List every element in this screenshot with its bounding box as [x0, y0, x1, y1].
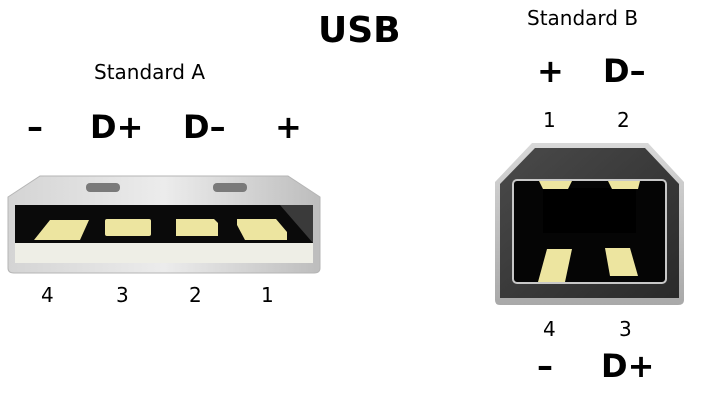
- standard-b-signal-dminus: D–: [603, 52, 646, 90]
- standard-a-pin-2: 2: [189, 283, 202, 307]
- pin-1-contact: [237, 219, 287, 240]
- pin-2-contact: [176, 219, 218, 236]
- pin-2-contact: [608, 181, 640, 189]
- standard-a-signal-dplus: D+: [90, 108, 144, 146]
- standard-a-label: Standard A: [94, 60, 206, 84]
- pin-4-contact: [34, 220, 89, 240]
- pin-4-contact: [538, 249, 572, 282]
- standard-b-pin-3: 3: [619, 317, 632, 341]
- standard-b-pin-1: 1: [543, 108, 556, 132]
- standard-a-pin-1: 1: [261, 283, 274, 307]
- standard-a-signal-vbus: +: [275, 108, 302, 146]
- pin-3-contact: [605, 248, 638, 276]
- latch-slot-icon: [213, 183, 247, 192]
- standard-a-signal-ground: –: [27, 108, 43, 146]
- pin-3-contact: [105, 219, 151, 236]
- standard-b-signal-dplus: D+: [601, 347, 655, 385]
- standard-b-connector: [495, 143, 684, 305]
- standard-a-signal-dminus: D–: [183, 108, 226, 146]
- standard-b-signal-vbus: +: [537, 52, 564, 90]
- standard-b-pin-2: 2: [617, 108, 630, 132]
- standard-b-pin-4: 4: [543, 317, 556, 341]
- standard-a-pin-3: 3: [116, 283, 129, 307]
- standard-b-signal-ground: –: [537, 347, 553, 385]
- latch-slot-icon: [86, 183, 120, 192]
- diagram-title: USB: [318, 10, 401, 51]
- pin-1-contact: [539, 181, 572, 189]
- standard-b-label: Standard B: [527, 6, 639, 30]
- standard-a-pin-4: 4: [41, 283, 54, 307]
